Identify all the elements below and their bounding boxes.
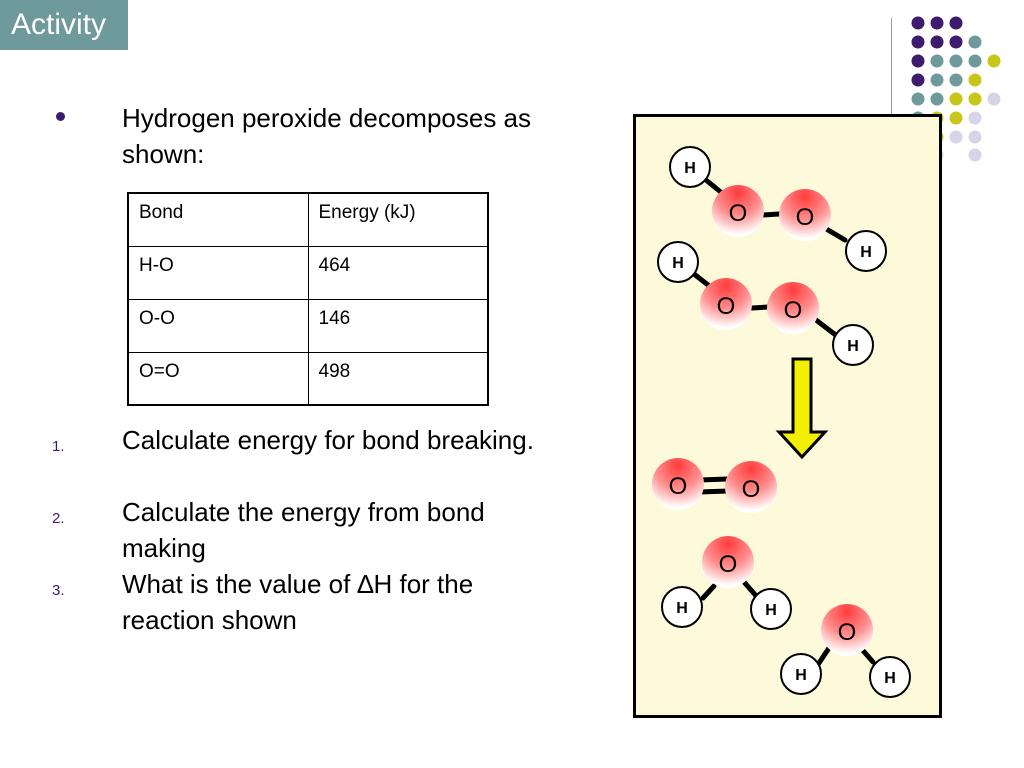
oxygen-atom [767,282,819,334]
oxygen-atom [779,189,831,241]
oxygen-atom [712,185,764,237]
oxygen-atom [821,604,873,656]
table-cell: O-O [127,298,309,353]
hydrogen-label: H [860,244,872,261]
bond-energy-table: Bond Energy (kJ) H-O 464 O-O 146 O=O 498 [127,192,489,406]
hydrogen-label: H [684,160,696,177]
oxygen-label: O [669,473,688,500]
table-cell: H-O [127,245,309,300]
table-cell: 464 [307,245,489,300]
slide-title: Activity [0,0,128,50]
table-header-cell: Bond [127,192,309,247]
table-header-cell: Energy (kJ) [307,192,489,247]
question-number: 1. [52,438,65,455]
hydrogen-label: H [795,667,807,684]
hydrogen-label: H [847,338,859,355]
oxygen-label: O [796,204,815,231]
oxygen-label: O [719,551,738,578]
table-row: O-O 146 [127,298,489,353]
hydrogen-atom [780,653,822,695]
table-row: O=O 498 [127,351,489,406]
oxygen-atom [700,278,752,330]
question-text: What is the value of ∆H for the reaction… [122,569,474,635]
oxygen-atom [725,461,777,513]
hydrogen-atom [750,588,792,630]
hydrogen-atom [669,146,711,188]
hydrogen-atom [869,656,911,698]
hydrogen-label: H [765,602,777,619]
reaction-diagram: H O O H H O O H O O O H H O H H [633,114,942,718]
decorative-divider-line [891,18,892,168]
hydrogen-atom [661,586,703,628]
bullet-dot-icon [56,112,65,121]
hydrogen-label: H [672,255,684,272]
table-cell: O=O [127,351,309,406]
hydrogen-atom [832,324,874,366]
table-cell: 146 [307,298,489,353]
oxygen-atom [652,458,704,510]
oxygen-label: O [742,476,761,503]
question-number: 2. [52,510,65,527]
oxygen-label: O [717,293,736,320]
reaction-arrow-icon [775,357,829,460]
table-header-row: Bond Energy (kJ) [127,192,489,247]
question-text: Calculate the energy from bond making [122,497,485,563]
oxygen-atom [702,536,754,588]
question-number: 3. [52,582,65,599]
hydrogen-label: H [884,670,896,687]
intro-text: Hydrogen peroxide decomposes as shown: [122,103,532,169]
question-text: Calculate energy for bond breaking. [122,425,534,455]
oxygen-label: O [729,200,748,227]
oxygen-label: O [784,297,803,324]
table-cell: 498 [307,351,489,406]
hydrogen-atom [845,230,887,272]
table-row: H-O 464 [127,245,489,300]
hydrogen-atom [657,241,699,283]
hydrogen-label: H [676,600,688,617]
oxygen-label: O [838,619,857,646]
